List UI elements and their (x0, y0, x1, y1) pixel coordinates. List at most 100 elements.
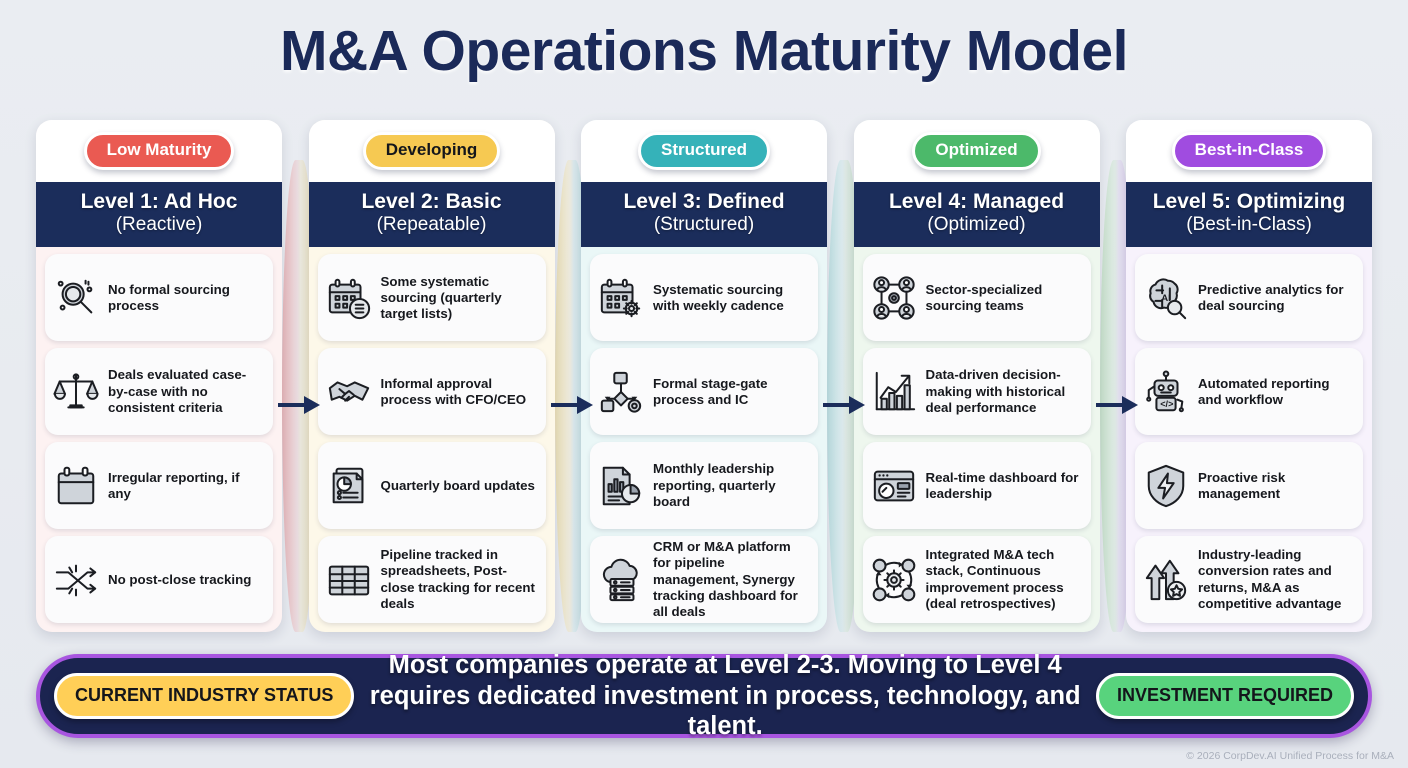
level-title: Level 3: Defined (623, 190, 785, 213)
list-item-label: Pipeline tracked in spreadsheets, Post-c… (380, 547, 535, 611)
investment-required-badge: INVESTMENT REQUIRED (1095, 673, 1354, 719)
level-subtitle: (Best-in-Class) (1186, 214, 1312, 236)
calendar-list-icon (325, 274, 373, 322)
stage-arrow (278, 396, 320, 414)
list-item: No post-close tracking (45, 536, 273, 624)
list-item: Integrated M&A tech stack, Continuous im… (862, 536, 1091, 624)
list-item: Some systematic sourcing (quarterly targ… (317, 254, 546, 342)
arrow-shaft (278, 403, 308, 407)
arrow-head (1122, 396, 1138, 414)
arrow-head (304, 396, 320, 414)
list-item-label: Proactive risk management (1198, 469, 1286, 501)
level-header: Level 2: Basic(Repeatable) (308, 182, 555, 248)
team-network-icon (870, 274, 918, 322)
level-header: Level 5: Optimizing(Best-in-Class) (1126, 182, 1372, 248)
ai-brain-icon: AI (1142, 274, 1190, 322)
level-title: Level 2: Basic (361, 190, 502, 213)
level-items: AI Predictive analytics for deal sourcing… (1126, 247, 1372, 632)
list-item-label: No post-close tracking (108, 571, 252, 587)
maturity-pill: Best-in-Class (1171, 132, 1327, 170)
list-item: Industry-leading conversion rates and re… (1135, 536, 1363, 624)
list-item: Pipeline tracked in spreadsheets, Post-c… (317, 536, 546, 624)
list-item-label: Integrated M&A tech stack, Continuous im… (925, 547, 1064, 611)
svg-text:AI: AI (1161, 293, 1171, 304)
list-item-label: No formal sourcing process (108, 281, 230, 313)
list-item: Irregular reporting, if any (45, 442, 273, 530)
maturity-pill: Optimized (912, 132, 1041, 170)
arrow-head (849, 396, 865, 414)
list-item-label: Automated reporting and workflow (1198, 375, 1330, 407)
robot-icon: </> (1142, 368, 1190, 416)
maturity-pill: Structured (638, 132, 770, 170)
arrow-shaft (1096, 403, 1126, 407)
maturity-pill-container: Optimized (853, 120, 1100, 182)
copyright-footer: © 2026 CorpDev.AI Unified Process for M&… (1186, 750, 1394, 762)
maturity-pill-container: Developing (308, 120, 555, 182)
calendar-gear-icon (597, 274, 645, 322)
list-item-label: Formal stage-gate process and IC (653, 375, 768, 407)
list-item: AI Predictive analytics for deal sourcing (1135, 254, 1363, 342)
maturity-pill: Developing (362, 132, 501, 170)
list-item-label: Real-time dashboard for leadership (925, 469, 1079, 501)
calendar-icon (52, 462, 100, 510)
list-item-label: Some systematic sourcing (quarterly targ… (380, 273, 502, 321)
growth-chart-icon (870, 368, 918, 416)
handshake-icon (325, 368, 373, 416)
level-subtitle: (Repeatable) (376, 214, 487, 236)
current-industry-status-badge: CURRENT INDUSTRY STATUS (54, 673, 355, 719)
process-loop-icon (870, 556, 918, 604)
list-item: Data-driven decision-making with histori… (862, 348, 1091, 436)
diverging-arrows-icon (52, 556, 100, 604)
spreadsheet-icon (325, 556, 373, 604)
level-items: Some systematic sourcing (quarterly targ… (309, 247, 555, 632)
list-item: CRM or M&A platform for pipeline managem… (590, 536, 818, 624)
arrow-shaft (551, 403, 581, 407)
page-title: M&A Operations Maturity Model (280, 19, 1128, 83)
list-item: Real-time dashboard for leadership (862, 442, 1091, 530)
stage-arrow (551, 396, 593, 414)
list-item-label: Informal approval process with CFO/CEO (380, 375, 527, 407)
list-item: </> Automated reporting and workflow (1135, 348, 1363, 436)
arrow-head (577, 396, 593, 414)
list-item-label: CRM or M&A platform for pipeline managem… (653, 539, 798, 619)
level-title: Level 5: Optimizing (1152, 190, 1346, 213)
arrow-shaft (823, 403, 853, 407)
list-item-label: Industry-leading conversion rates and re… (1198, 547, 1342, 611)
arrows-up-star-icon (1142, 556, 1190, 604)
list-item-label: Quarterly board updates (380, 477, 535, 493)
level-header: Level 4: Managed(Optimized) (853, 182, 1100, 248)
level-subtitle: (Optimized) (927, 214, 1026, 236)
list-item: No formal sourcing process (45, 254, 273, 342)
level-subtitle: (Reactive) (115, 214, 203, 236)
list-item: Proactive risk management (1135, 442, 1363, 530)
list-item: Monthly leadership reporting, quarterly … (590, 442, 818, 530)
maturity-pill-container: Low Maturity (36, 120, 282, 182)
list-item: Sector-specialized sourcing teams (862, 254, 1091, 342)
list-item-label: Monthly leadership reporting, quarterly … (653, 461, 776, 509)
list-item-label: Data-driven decision-making with histori… (925, 367, 1066, 415)
dashboard-icon (870, 462, 918, 510)
svg-text:</>: </> (1160, 398, 1173, 408)
list-item-label: Deals evaluated case-by-case with no con… (108, 367, 247, 415)
list-item: Deals evaluated case-by-case with no con… (45, 348, 273, 436)
level-header: Level 1: Ad Hoc(Reactive) (36, 182, 282, 248)
maturity-pill: Low Maturity (83, 132, 235, 170)
status-banner: CURRENT INDUSTRY STATUS Most companies o… (36, 651, 1372, 740)
stage-arrow (823, 396, 865, 414)
list-item: Formal stage-gate process and IC (590, 348, 818, 436)
list-item-label: Predictive analytics for deal sourcing (1198, 281, 1344, 313)
stage-arrow (1096, 396, 1138, 414)
level-title: Level 1: Ad Hoc (80, 190, 238, 213)
list-item: Quarterly board updates (317, 442, 546, 530)
shield-bolt-icon (1142, 462, 1190, 510)
